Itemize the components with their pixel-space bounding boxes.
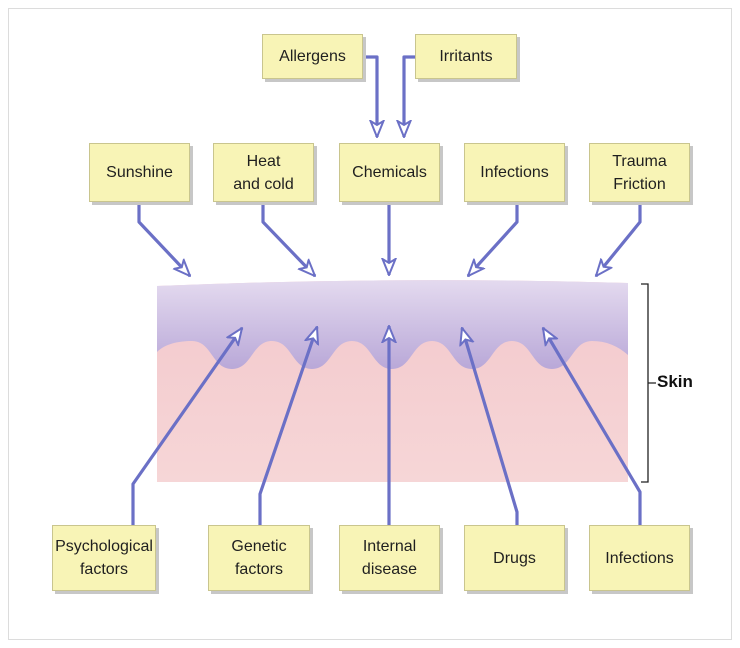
factor-box-sunshine: Sunshine — [89, 143, 190, 202]
factor-label-line-2: Friction — [613, 175, 666, 193]
factor-box-infections-internal: Infections — [589, 525, 690, 591]
skin-label: Skin — [657, 372, 693, 391]
factor-label-line-2: and cold — [233, 175, 294, 193]
factor-box-psychological-factors: Psychological factors — [52, 525, 156, 591]
factor-label: Infections — [480, 164, 549, 181]
epidermis-layer — [157, 280, 628, 369]
factor-label: Sunshine — [106, 164, 173, 181]
arrow-sunshine-to-skin — [137, 200, 190, 276]
factor-box-internal-disease: Internal disease — [339, 525, 440, 591]
factor-label: Drugs — [493, 549, 536, 567]
arrow-drugs-to-skin — [462, 328, 519, 527]
factor-label-line-1: Psychological — [55, 538, 153, 555]
factor-label-line-2: factors — [234, 561, 283, 578]
arrow-irritants-to-chemicals — [404, 55, 418, 137]
factor-box-chemicals: Chemicals — [339, 143, 440, 202]
factor-label: Allergens — [279, 48, 346, 65]
factor-box-infections-external: Infections — [464, 143, 565, 202]
factor-label-line-1: Internal — [362, 538, 417, 555]
factor-label: Irritants — [439, 48, 493, 65]
skin-bracket — [641, 283, 656, 483]
factor-box-genetic-factors: Genetic factors — [208, 525, 310, 591]
factor-box-heat-and-cold: Heat and cold — [213, 143, 314, 202]
factor-label-line-1: Genetic — [231, 538, 287, 555]
factor-label-line-1: Heat — [246, 152, 281, 170]
factor-box-irritants: Irritants — [415, 34, 517, 79]
arrow-allergens-to-chemicals — [360, 55, 377, 137]
arrow-heat-cold-to-skin — [261, 200, 315, 276]
factor-label: Chemicals — [352, 164, 427, 181]
arrow-psychological-factors-to-skin — [131, 328, 242, 527]
factor-box-trauma-friction: Trauma Friction — [589, 143, 690, 202]
arrow-genetic-factors-to-skin — [258, 327, 317, 527]
factor-label-line-1: Trauma — [612, 152, 667, 170]
arrow-trauma-friction-to-skin — [596, 200, 642, 276]
figure-frame — [8, 8, 732, 640]
arrow-infections-to-skin — [468, 200, 519, 276]
factor-label-line-2: factors — [79, 561, 128, 578]
factor-box-allergens: Allergens — [262, 34, 363, 79]
factor-box-drugs: Drugs — [464, 525, 565, 591]
arrow-infections-internal-to-skin — [541, 328, 642, 527]
factor-label-line-2: disease — [361, 561, 418, 578]
factor-label: Infections — [605, 549, 674, 567]
